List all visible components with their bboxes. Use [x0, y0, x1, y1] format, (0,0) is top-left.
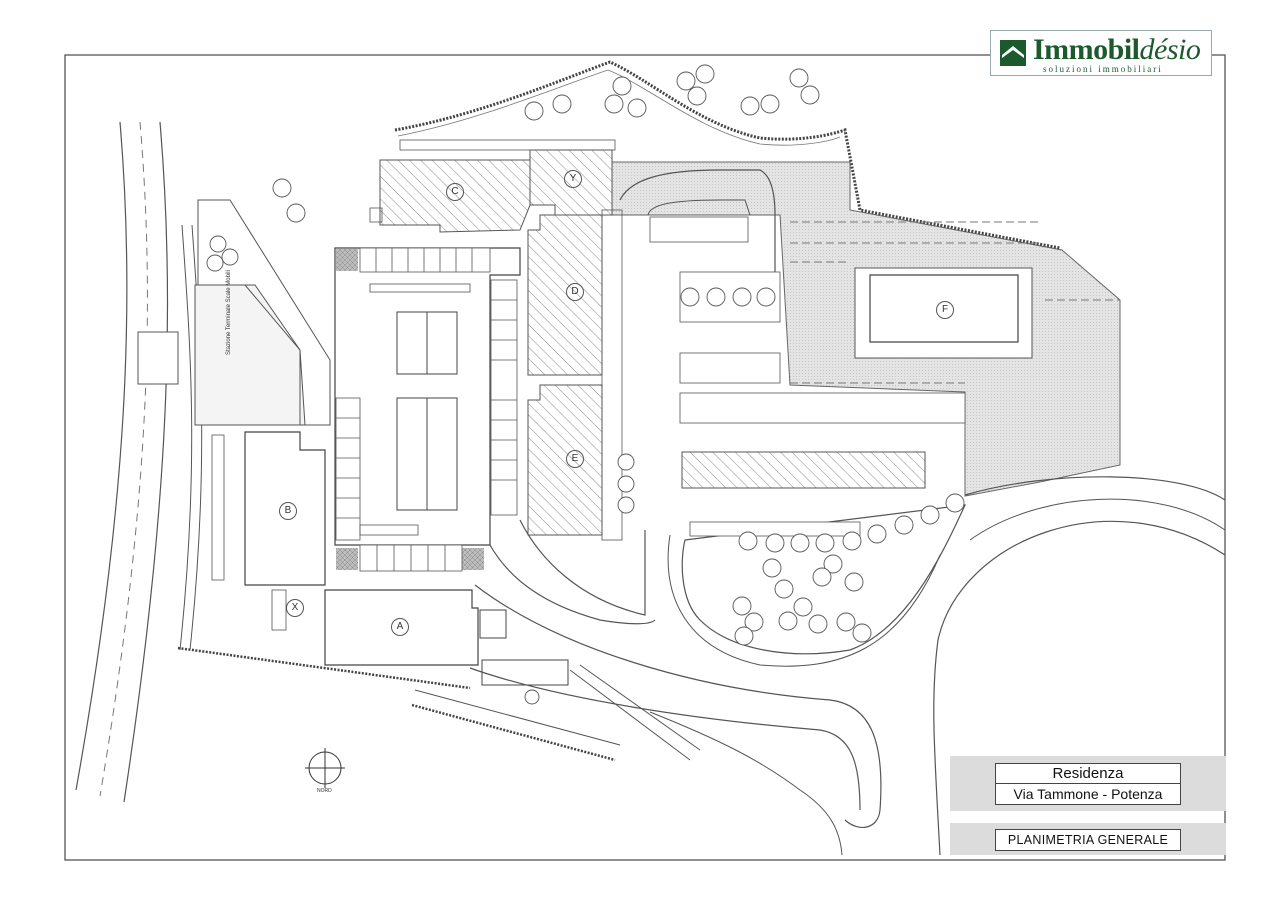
roundabout-inner [933, 520, 1226, 856]
project-address: Via Tammone - Potenza [1013, 786, 1163, 802]
parking-bays-east [679, 271, 966, 537]
courtyard-outline [334, 247, 521, 546]
access-ramp-parking [649, 216, 749, 243]
building-label-e: E [566, 450, 584, 468]
immobildesio-logo: Immobildésio soluzioni immobiliari [990, 30, 1212, 76]
logo-brand-italic: désio [1139, 33, 1201, 66]
southern-road-south [469, 667, 861, 811]
courtyard-parking-bottom [359, 544, 463, 572]
sheet-title-block: PLANIMETRIA GENERALE [950, 823, 1226, 855]
lower-road-curve [649, 711, 843, 856]
courtyard-small-bench [359, 524, 419, 536]
building-c-top-strip [399, 139, 616, 151]
escalator-ramp [197, 199, 331, 426]
escalator-station-label: Stazione Terminale Scale Mobili [226, 270, 232, 355]
internal-road-outer [519, 519, 646, 616]
building-label-f: F [936, 301, 954, 319]
trees [206, 64, 965, 705]
roundabout-arc [969, 498, 1226, 541]
north-arrow [305, 748, 345, 788]
courtyard-parking-top [359, 247, 491, 273]
courtyard-parking-west [335, 397, 361, 541]
access-ramp-inner [647, 199, 751, 216]
internal-road-inner [489, 544, 656, 625]
building-a-garages [481, 659, 569, 686]
courtyard-corner-sw [336, 548, 358, 570]
bridge [137, 331, 179, 385]
north-label: NORD [317, 788, 332, 794]
north-boundary-wall [394, 60, 1061, 250]
courtyard-bench-row [369, 283, 471, 293]
house-logo-icon [1000, 40, 1026, 66]
courtyard-corner-se [462, 548, 484, 570]
diagonal-parking [681, 451, 926, 489]
project-name: Residenza [996, 764, 1180, 784]
main-road-right-edge [123, 121, 169, 803]
building-e [527, 384, 603, 536]
d-e-side-blocks [601, 209, 623, 541]
logo-brand-bold: Immobil [1033, 33, 1140, 66]
building-label-y: Y [564, 170, 582, 188]
southern-road-north [474, 584, 882, 828]
lower-boundary-hatch [177, 646, 616, 762]
building-c-entry [369, 207, 383, 223]
title-block: Residenza Via Tammone - Potenza [950, 756, 1226, 811]
logo-tagline: soluzioni immobiliari [1043, 64, 1163, 74]
sheet-border [64, 54, 1226, 861]
main-road-left-edge [75, 121, 128, 791]
courtyard-corner-ne [336, 249, 358, 271]
logo-wordmark: Immobildésio [1033, 33, 1201, 67]
building-b-parking [211, 434, 225, 581]
escalator-station-area [194, 284, 306, 426]
roundabout-outer [964, 476, 1226, 501]
building-label-x: X [286, 599, 304, 617]
building-label-a: A [391, 618, 409, 636]
main-road-center [99, 121, 148, 797]
side-road-edge [179, 224, 193, 651]
building-label-c: C [446, 183, 464, 201]
title-box: Residenza Via Tammone - Potenza [995, 763, 1181, 805]
x-parking [271, 589, 287, 631]
building-label-b: B [279, 502, 297, 520]
sheet-title: PLANIMETRIA GENERALE [995, 829, 1181, 851]
f-parking-stripes [790, 221, 1120, 384]
lower-ramp [414, 664, 701, 761]
north-boundary-wall-inner [397, 69, 841, 146]
island-road-edge [667, 534, 941, 667]
building-a-annex [479, 609, 507, 639]
access-ramp-curve [619, 169, 776, 275]
building-d [527, 214, 603, 376]
courtyard-parking-east [490, 279, 518, 516]
building-label-d: D [566, 283, 584, 301]
